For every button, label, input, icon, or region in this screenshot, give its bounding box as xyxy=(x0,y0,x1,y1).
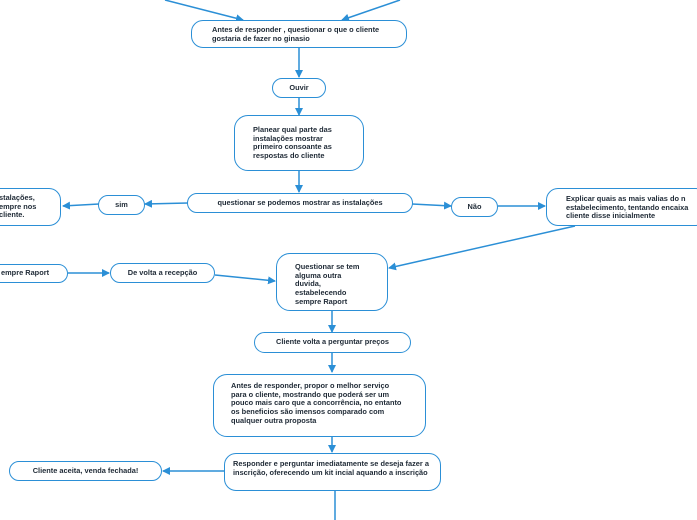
node-questionar-duvida[interactable]: Questionar se tem alguma outra duvida, e… xyxy=(276,253,388,311)
node-explicar[interactable]: Explicar quais as mais valias do n estab… xyxy=(546,188,697,226)
node-planear[interactable]: Planear qual parte das instalações mostr… xyxy=(234,115,364,171)
connector-top-right xyxy=(341,0,401,22)
node-nao[interactable]: Não xyxy=(451,197,498,217)
connector-top-left xyxy=(164,0,244,23)
node-sim[interactable]: sim xyxy=(98,195,145,215)
connector-questionar-nao xyxy=(411,201,452,210)
node-rapport-left[interactable]: empre Raport xyxy=(0,264,68,283)
node-explicar-text: Explicar quais as mais valias do n estab… xyxy=(566,194,689,221)
node-cliente-precos[interactable]: Cliente volta a perguntar preços xyxy=(254,332,411,353)
node-instalacoes-left[interactable]: stalações, empre nos cliente. xyxy=(0,188,61,226)
node-venda-fechada[interactable]: Cliente aceita, venda fechada! xyxy=(9,461,162,481)
connector-explicar-questionar-duvida xyxy=(388,225,576,271)
connector-sim-left xyxy=(62,201,100,210)
node-propor-servico[interactable]: Antes de responder, propor o melhor serv… xyxy=(213,374,426,437)
node-ouvir[interactable]: Ouvir xyxy=(272,78,326,98)
connector-recepcao-duvida xyxy=(214,274,276,285)
connector-questionar-sim xyxy=(144,199,189,208)
node-questionar-mostrar[interactable]: questionar se podemos mostrar as instala… xyxy=(187,193,413,213)
node-antes-responder[interactable]: Antes de responder , questionar o que o … xyxy=(191,20,407,48)
node-volta-recepcao[interactable]: De volta a recepção xyxy=(110,263,215,283)
node-responder-inscricao[interactable]: Responder e perguntar imediatamente se d… xyxy=(224,453,441,491)
